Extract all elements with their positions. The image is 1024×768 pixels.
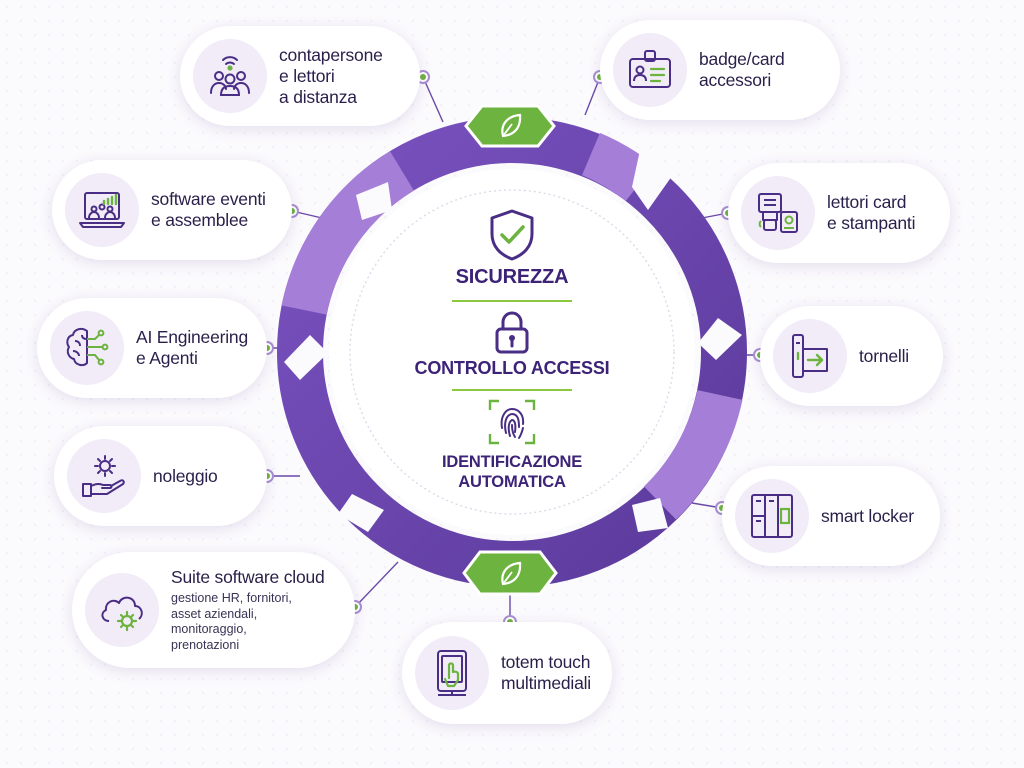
card-label: contapersone e lettori a distanza [279,44,383,107]
card-label: tornelli [859,345,909,366]
card-ai-engineering[interactable]: AI Engineering e Agenti [37,298,267,398]
card-smart-locker[interactable]: smart locker [722,466,940,566]
card-label: noleggio [153,465,218,486]
laptop-audience-icon [79,192,125,228]
top-leaf-badge [464,104,556,148]
card-totem-touch[interactable]: totem touch multimediali [402,622,612,724]
padlock-icon [495,311,529,354]
card-label: totem touch multimediali [501,652,591,693]
brain-circuit-icon [66,327,109,367]
center-divider-2 [452,389,572,391]
card-tornelli[interactable]: tornelli [760,306,943,406]
card-label: smart locker [821,505,914,526]
center-title-identificazione: IDENTIFICAZIONE AUTOMATICA [442,453,582,491]
card-sublabel: gestione HR, fornitori, asset aziendali,… [171,591,292,652]
card-label: lettori card e stampanti [827,192,916,233]
card-noleggio[interactable]: noleggio [54,426,267,526]
inner-dashed-ring [349,189,675,515]
fingerprint-icon [488,399,536,445]
hand-gear-icon [82,455,125,497]
card-suite-cloud[interactable]: Suite software cloud gestione HR, fornit… [72,552,355,668]
cycle-arrow-notches [284,150,742,532]
turnstile-icon [792,334,828,378]
card-label: badge/card accessori [699,49,785,90]
bottom-leaf-badge [462,550,558,596]
id-badge-icon [629,50,671,88]
center-divider-1 [452,300,572,302]
card-label: Suite software cloud [171,567,325,587]
card-lettori-card[interactable]: lettori card e stampanti [728,163,950,263]
people-counter-icon [210,56,250,96]
shield-check-icon [490,209,534,261]
touch-kiosk-icon [437,650,467,696]
card-printer-icon [758,193,798,233]
locker-icon [751,494,793,538]
center-title-controllo-accessi: CONTROLLO ACCESSI [414,358,610,378]
card-label: software eventi e assemblee [151,189,266,230]
card-software-eventi[interactable]: software eventi e assemblee [52,160,292,260]
card-badge-accessori[interactable]: badge/card accessori [600,20,840,120]
center-title-sicurezza: SICUREZZA [455,266,569,288]
card-label: AI Engineering e Agenti [136,327,249,368]
cloud-gear-icon [101,596,143,632]
card-contapersone[interactable]: contapersone e lettori a distanza [180,26,420,126]
